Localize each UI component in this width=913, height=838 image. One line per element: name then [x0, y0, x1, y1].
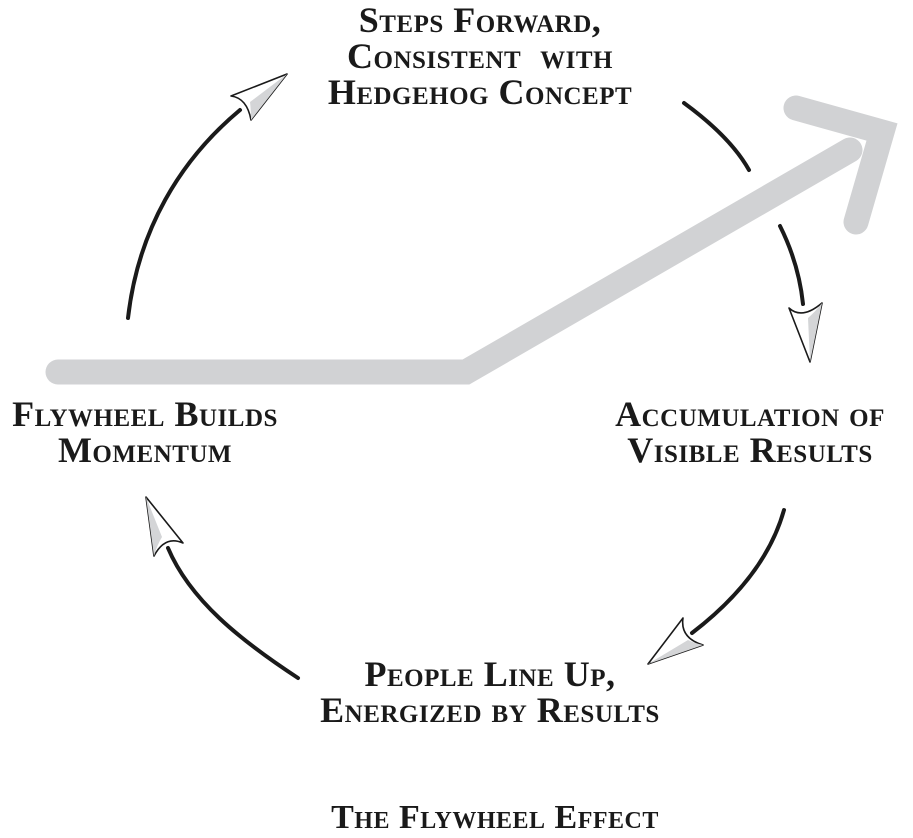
stage-line: Momentum	[57, 430, 233, 470]
arrowhead-icon	[230, 73, 288, 121]
cycle-arrow-shaft	[682, 101, 751, 172]
diagram-caption: The Flywheel Effect	[331, 799, 659, 836]
cycle-arrow-right-to-bottom	[647, 508, 786, 665]
cycle-arrow-shaft	[778, 224, 805, 306]
stage-line: Energized by Results	[320, 690, 660, 730]
cycle-arrow-shaft	[126, 108, 242, 320]
trend-arrow-shaft	[45, 137, 863, 385]
stage-line: Hedgehog Concept	[327, 72, 633, 112]
cycle-arrow-top-to-right	[682, 101, 823, 363]
stage-line: Consistent with	[347, 36, 613, 76]
trend-arrow	[45, 95, 898, 385]
arrowhead-icon	[647, 617, 704, 665]
arrowhead-icon	[788, 302, 823, 363]
stage-line: Flywheel Builds	[12, 394, 278, 434]
stage-line: Visible Results	[627, 430, 873, 470]
cycle-arrow-bottom-to-left	[145, 496, 300, 680]
stage-steps-forward: Steps Forward, Consistent with Hedgehog …	[280, 2, 680, 110]
trend-arrow-head	[783, 95, 898, 235]
stage-flywheel-builds-momentum: Flywheel Builds Momentum	[0, 396, 290, 468]
stage-accumulation-of-visible-results: Accumulation of Visible Results	[590, 396, 910, 468]
stage-people-line-up: People Line Up, Energized by Results	[290, 656, 690, 728]
cycle-arrow-left-to-top	[126, 73, 288, 320]
cycle-arrow-shaft	[690, 508, 786, 635]
stage-line: Accumulation of	[615, 394, 885, 434]
stage-line: People Line Up,	[364, 654, 616, 694]
cycle-arrow-shaft	[166, 546, 300, 680]
stage-line: Steps Forward,	[358, 0, 602, 40]
arrowhead-icon	[145, 496, 184, 557]
